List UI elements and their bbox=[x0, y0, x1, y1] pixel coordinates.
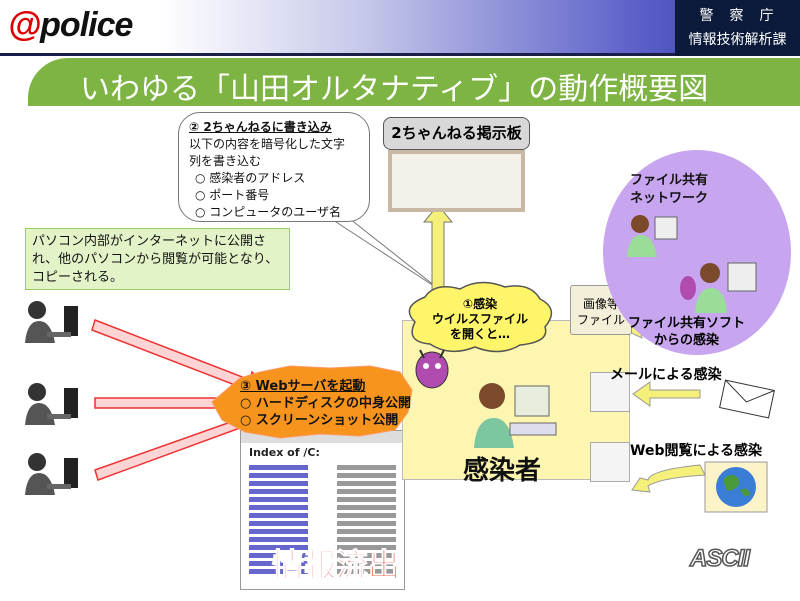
bubble-item: ○ ポート番号 bbox=[195, 188, 270, 202]
infection-step: ①感染 ウイルスファイル を開くと… bbox=[420, 297, 540, 342]
p2p-user-icon bbox=[680, 262, 757, 313]
logo-text: police bbox=[40, 6, 133, 44]
bbs-post-bubble: ② 2ちゃんねるに書き込み 以下の内容を暗号化した文字 列を書き込む ○ 感染者… bbox=[178, 112, 370, 222]
p2p-title-line: ネットワーク bbox=[630, 191, 709, 206]
viewer-person-icon bbox=[25, 453, 78, 495]
p2p-title: ファイル共有 ネットワーク bbox=[630, 172, 708, 208]
infection-cloud bbox=[408, 281, 553, 353]
web-infection-label: Web閲覧による感染 bbox=[630, 443, 763, 459]
webserver-burst: ③ Webサーバを起動 ○ ハードディスクの中身公開 ○ スクリーンショット公開 bbox=[240, 378, 411, 429]
directory-listing-screenshot: Index of /C: bbox=[240, 430, 405, 590]
exposure-note: パソコン内部がインターネットに公開され、他のパソコンから閲覧が可能となり、コピー… bbox=[25, 228, 290, 290]
agency-name: 警察庁 bbox=[699, 8, 790, 24]
bubble-heading: ② 2ちゃんねるに書き込み bbox=[189, 120, 332, 134]
police-logo: @police bbox=[8, 6, 133, 45]
viewer-person-icon bbox=[25, 301, 78, 343]
virus-monster-icon bbox=[415, 349, 449, 389]
bubble-item: ○ 感染者のアドレス bbox=[195, 171, 306, 185]
infected-label: 感染者 bbox=[463, 456, 542, 486]
infected-person-icon bbox=[474, 383, 557, 448]
cloud-line: ウイルスファイル bbox=[431, 312, 528, 326]
globe-icon bbox=[704, 461, 768, 513]
cloud-line: を開くと… bbox=[449, 327, 510, 341]
burst-item: ○ スクリーンショット公開 bbox=[240, 413, 399, 428]
browser-screenshot bbox=[590, 442, 630, 482]
cloud-line: ①感染 bbox=[462, 297, 498, 311]
p2p-title-line: ファイル共有 bbox=[630, 173, 709, 188]
mail-screenshot bbox=[590, 372, 630, 412]
logo-at: @ bbox=[8, 6, 41, 44]
division-name: 情報技術解析課 bbox=[688, 32, 787, 48]
agency-box: 警察庁 情報技術解析課 bbox=[675, 0, 800, 56]
p2p-inf-line: ファイル共有ソフト bbox=[628, 316, 746, 331]
header-banner bbox=[0, 0, 800, 56]
mail-arrow bbox=[632, 381, 701, 407]
title-bar bbox=[28, 58, 800, 106]
burst-shape bbox=[211, 365, 413, 439]
folder-line: 画像等 bbox=[582, 297, 619, 311]
burst-item: ○ ハードディスクの中身公開 bbox=[240, 396, 411, 411]
p2p-infection-label: ファイル共有ソフト からの感染 bbox=[628, 315, 745, 349]
burst-heading: ③ Webサーバを起動 bbox=[240, 379, 366, 394]
leak-label: 情報流出 bbox=[271, 546, 401, 585]
envelope-icon bbox=[719, 379, 775, 419]
bbs-label: 2ちゃんねる掲示板 bbox=[383, 117, 530, 150]
web-arrow bbox=[631, 464, 706, 493]
index-title: Index of /C: bbox=[249, 446, 320, 459]
bubble-line: 列を書き込む bbox=[189, 154, 262, 168]
mail-infection-label: メールによる感染 bbox=[610, 367, 722, 383]
viewer-person-icon bbox=[25, 383, 78, 425]
bbs-screenshot bbox=[388, 150, 525, 212]
bubble-item: ○ コンピュータのユーザ名 bbox=[195, 205, 342, 219]
folder-line: ファイル bbox=[576, 313, 625, 327]
bubble-line: 以下の内容を暗号化した文字 bbox=[189, 137, 346, 151]
p2p-user-icon bbox=[627, 215, 678, 257]
page-title: いわゆる「山田オルタナティブ」の動作概要図 bbox=[80, 72, 709, 107]
ascii-logo: ASCII bbox=[689, 544, 751, 573]
p2p-inf-line: からの感染 bbox=[654, 333, 720, 348]
